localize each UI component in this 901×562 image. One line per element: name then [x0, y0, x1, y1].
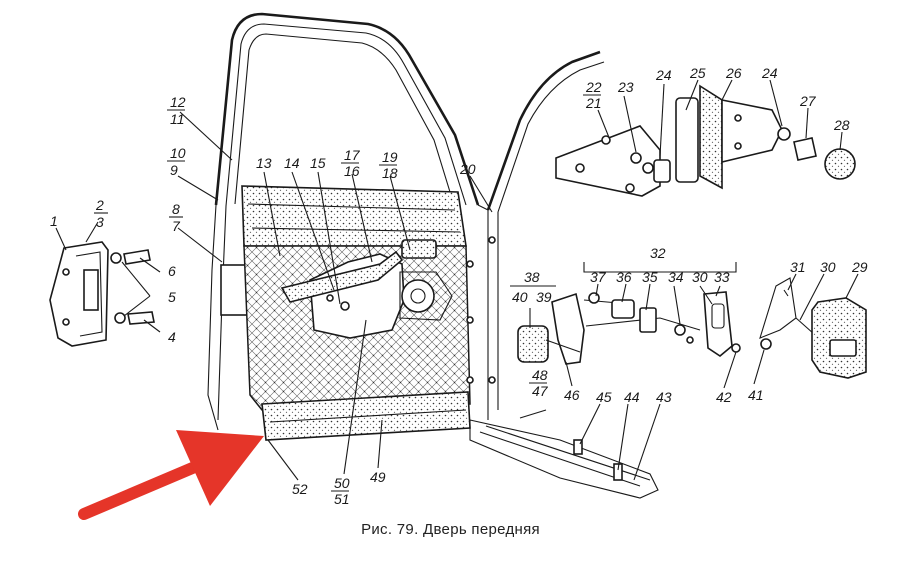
door-hinge-assembly [555, 84, 856, 197]
label-10: 10 [170, 145, 186, 161]
label-20: 20 [459, 161, 476, 177]
label-3: 3 [96, 214, 104, 230]
label-37: 37 [590, 269, 607, 285]
lock-link-bracket [759, 277, 797, 339]
hinge-pin-housing [675, 97, 699, 183]
label-11: 11 [170, 111, 185, 127]
hinge-washer-2 [777, 127, 791, 141]
label-50: 50 [334, 475, 350, 491]
door-trim-panel [241, 185, 474, 441]
label-18: 18 [382, 165, 398, 181]
label-52: 52 [292, 481, 308, 497]
hinge-cap [824, 148, 856, 180]
label-28: 28 [833, 117, 850, 133]
hinge-bolt [793, 137, 817, 161]
sill-fasteners [573, 439, 623, 481]
label-13: 13 [256, 155, 272, 171]
label-40: 40 [512, 289, 528, 305]
label-22: 22 [585, 79, 602, 95]
label-15: 15 [310, 155, 326, 171]
label-41: 41 [748, 387, 764, 403]
hinge-gasket [699, 84, 723, 190]
red-pointer-arrow [78, 430, 264, 520]
label-12: 12 [170, 94, 186, 110]
callout-labels: 1 2 3 4 5 6 8 7 10 9 12 11 13 14 15 17 1… [50, 65, 868, 507]
label-44: 44 [624, 389, 640, 405]
door-sill [469, 419, 659, 499]
label-25: 25 [689, 65, 706, 81]
label-2: 2 [95, 197, 104, 213]
inside-handle [517, 325, 549, 363]
label-26: 26 [725, 65, 742, 81]
label-6: 6 [168, 263, 176, 279]
label-5: 5 [168, 289, 176, 305]
lock-lever-bracket [551, 292, 585, 365]
label-4: 4 [168, 329, 176, 345]
label-16: 16 [344, 163, 360, 179]
armrest [280, 250, 404, 303]
label-17: 17 [344, 147, 361, 163]
label-36: 36 [616, 269, 632, 285]
label-46: 46 [564, 387, 580, 403]
hinge-spring [653, 159, 671, 183]
outside-handle-body [49, 241, 109, 347]
label-33: 33 [714, 269, 730, 285]
label-24-right: 24 [761, 65, 778, 81]
label-23: 23 [617, 79, 634, 95]
leader-lines [55, 79, 859, 481]
label-9: 9 [170, 162, 178, 178]
label-7: 7 [172, 218, 181, 234]
lock-rod-clip [639, 307, 657, 333]
label-39: 39 [536, 289, 552, 305]
label-49: 49 [370, 469, 386, 485]
hinge-washer [630, 152, 642, 164]
label-47: 47 [532, 383, 549, 399]
label-42: 42 [716, 389, 732, 405]
label-34: 34 [668, 269, 684, 285]
label-43: 43 [656, 389, 672, 405]
label-31: 31 [790, 259, 806, 275]
door-window-frame [207, 12, 480, 431]
label-19: 19 [382, 149, 398, 165]
label-1: 1 [50, 213, 58, 229]
label-32: 32 [650, 245, 666, 261]
window-crank-rosette [401, 279, 435, 313]
upper-trim-padding [241, 185, 467, 247]
label-48: 48 [532, 367, 548, 383]
lock-striker [703, 291, 733, 357]
label-27: 27 [799, 93, 817, 109]
window-channel-bracket [220, 264, 248, 316]
label-24-left: 24 [655, 67, 672, 83]
lock-mechanism [517, 277, 867, 379]
label-45: 45 [596, 389, 612, 405]
lock-housing [811, 297, 867, 379]
inside-handle-trim [401, 239, 437, 259]
outside-handle-assembly [49, 241, 155, 347]
handle-screw-lower [114, 311, 155, 325]
handle-screw-upper [110, 249, 151, 265]
label-8: 8 [172, 201, 180, 217]
label-21: 21 [585, 95, 602, 111]
label-38: 38 [524, 269, 540, 285]
label-35: 35 [642, 269, 658, 285]
label-30-center: 30 [692, 269, 708, 285]
label-51: 51 [334, 491, 350, 507]
figure-caption: Рис. 79. Дверь передняя [361, 521, 540, 538]
label-14: 14 [284, 155, 300, 171]
label-29: 29 [851, 259, 868, 275]
hinge-leaf [721, 99, 783, 164]
label-30-right: 30 [820, 259, 836, 275]
